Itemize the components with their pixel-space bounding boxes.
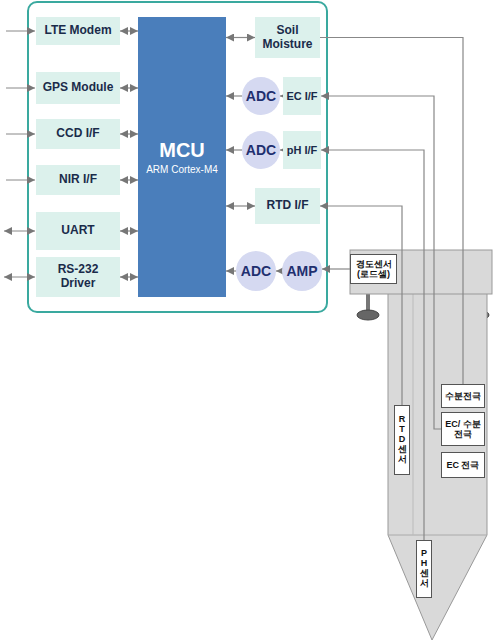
external-wires (4, 31, 35, 277)
external-wire (6, 180, 35, 181)
external-wire (4, 231, 35, 232)
node-text: Soil Moisture (259, 24, 316, 52)
interface-box: EC I/F (283, 77, 321, 115)
sensor-label: RTD 센서 (394, 405, 410, 475)
node-text: RS-232 Driver (40, 263, 116, 291)
interface-box: pH I/F (283, 131, 321, 169)
probe-seam (413, 292, 414, 535)
node-text: GPS Module (43, 81, 114, 95)
connector (322, 268, 350, 269)
interface-box: GPS Module (36, 72, 120, 104)
node-text: MCU (159, 139, 205, 162)
interface-box: Soil Moisture (255, 17, 320, 58)
node-text: LTE Modem (44, 24, 111, 38)
sensor-label: PH 센서 (416, 540, 432, 598)
electrode-label: 수분전극 (441, 384, 485, 408)
amplifier-circle: AMP (282, 251, 322, 291)
external-wire (6, 134, 35, 135)
converter-circle: ADC (236, 251, 276, 291)
connector (321, 96, 441, 429)
load-bar (350, 250, 492, 294)
connector (120, 87, 138, 88)
board-panel (28, 2, 327, 312)
node-text: 수분전극 (445, 391, 481, 401)
probe-body (388, 292, 487, 640)
probe (350, 250, 492, 640)
node-text: RTD 센서 (398, 415, 407, 464)
node-text: PH 센서 (420, 549, 429, 589)
external-wire (6, 88, 35, 89)
node-text: NIR I/F (59, 173, 97, 187)
interface-box: UART (36, 212, 120, 250)
interface-box: LTE Modem (36, 17, 120, 45)
connector (320, 38, 463, 385)
node-text: UART (61, 224, 94, 238)
foot (357, 310, 379, 320)
converter-circle: ADC (242, 77, 280, 115)
node-text: EC/ 수분전극 (444, 419, 482, 440)
converter-circle: ADC (242, 131, 280, 169)
connector (120, 133, 138, 134)
node-text: EC 전극 (446, 460, 479, 470)
node-text: RTD I/F (267, 199, 309, 213)
node-text: ADC (241, 263, 271, 279)
interface-box: RS-232 Driver (36, 257, 120, 297)
connector (120, 276, 138, 277)
probe-seam (388, 535, 487, 536)
connector (120, 179, 138, 180)
node-text: 경도센서 (로드셀) (353, 259, 394, 280)
interface-box: RTD I/F (255, 188, 320, 224)
connector (321, 150, 424, 540)
connector (226, 37, 255, 38)
node-text: CCD I/F (56, 127, 99, 141)
node-text: ADC (246, 142, 276, 158)
connector (226, 149, 242, 150)
connector (226, 95, 242, 96)
node-text: ADC (246, 88, 276, 104)
connector (120, 230, 138, 231)
interface-box: CCD I/F (36, 119, 120, 149)
connector (320, 206, 402, 405)
external-wire (4, 277, 35, 278)
electrode-label: EC 전극 (441, 452, 485, 478)
node-text: ARM Cortex-M4 (146, 164, 218, 175)
external-wire (6, 31, 35, 32)
electrode-label: EC/ 수분전극 (441, 412, 485, 446)
node-text: pH I/F (287, 144, 318, 157)
connector (226, 205, 255, 206)
mcu-box: MCU ARM Cortex-M4 (138, 17, 226, 297)
node-text: EC I/F (286, 90, 317, 103)
sensor-label: 경도센서 (로드셀) (350, 254, 397, 284)
connector (226, 270, 236, 271)
interface-box: NIR I/F (36, 165, 120, 195)
node-text: AMP (286, 263, 317, 279)
foot-stem (366, 293, 370, 311)
connector (120, 30, 138, 31)
